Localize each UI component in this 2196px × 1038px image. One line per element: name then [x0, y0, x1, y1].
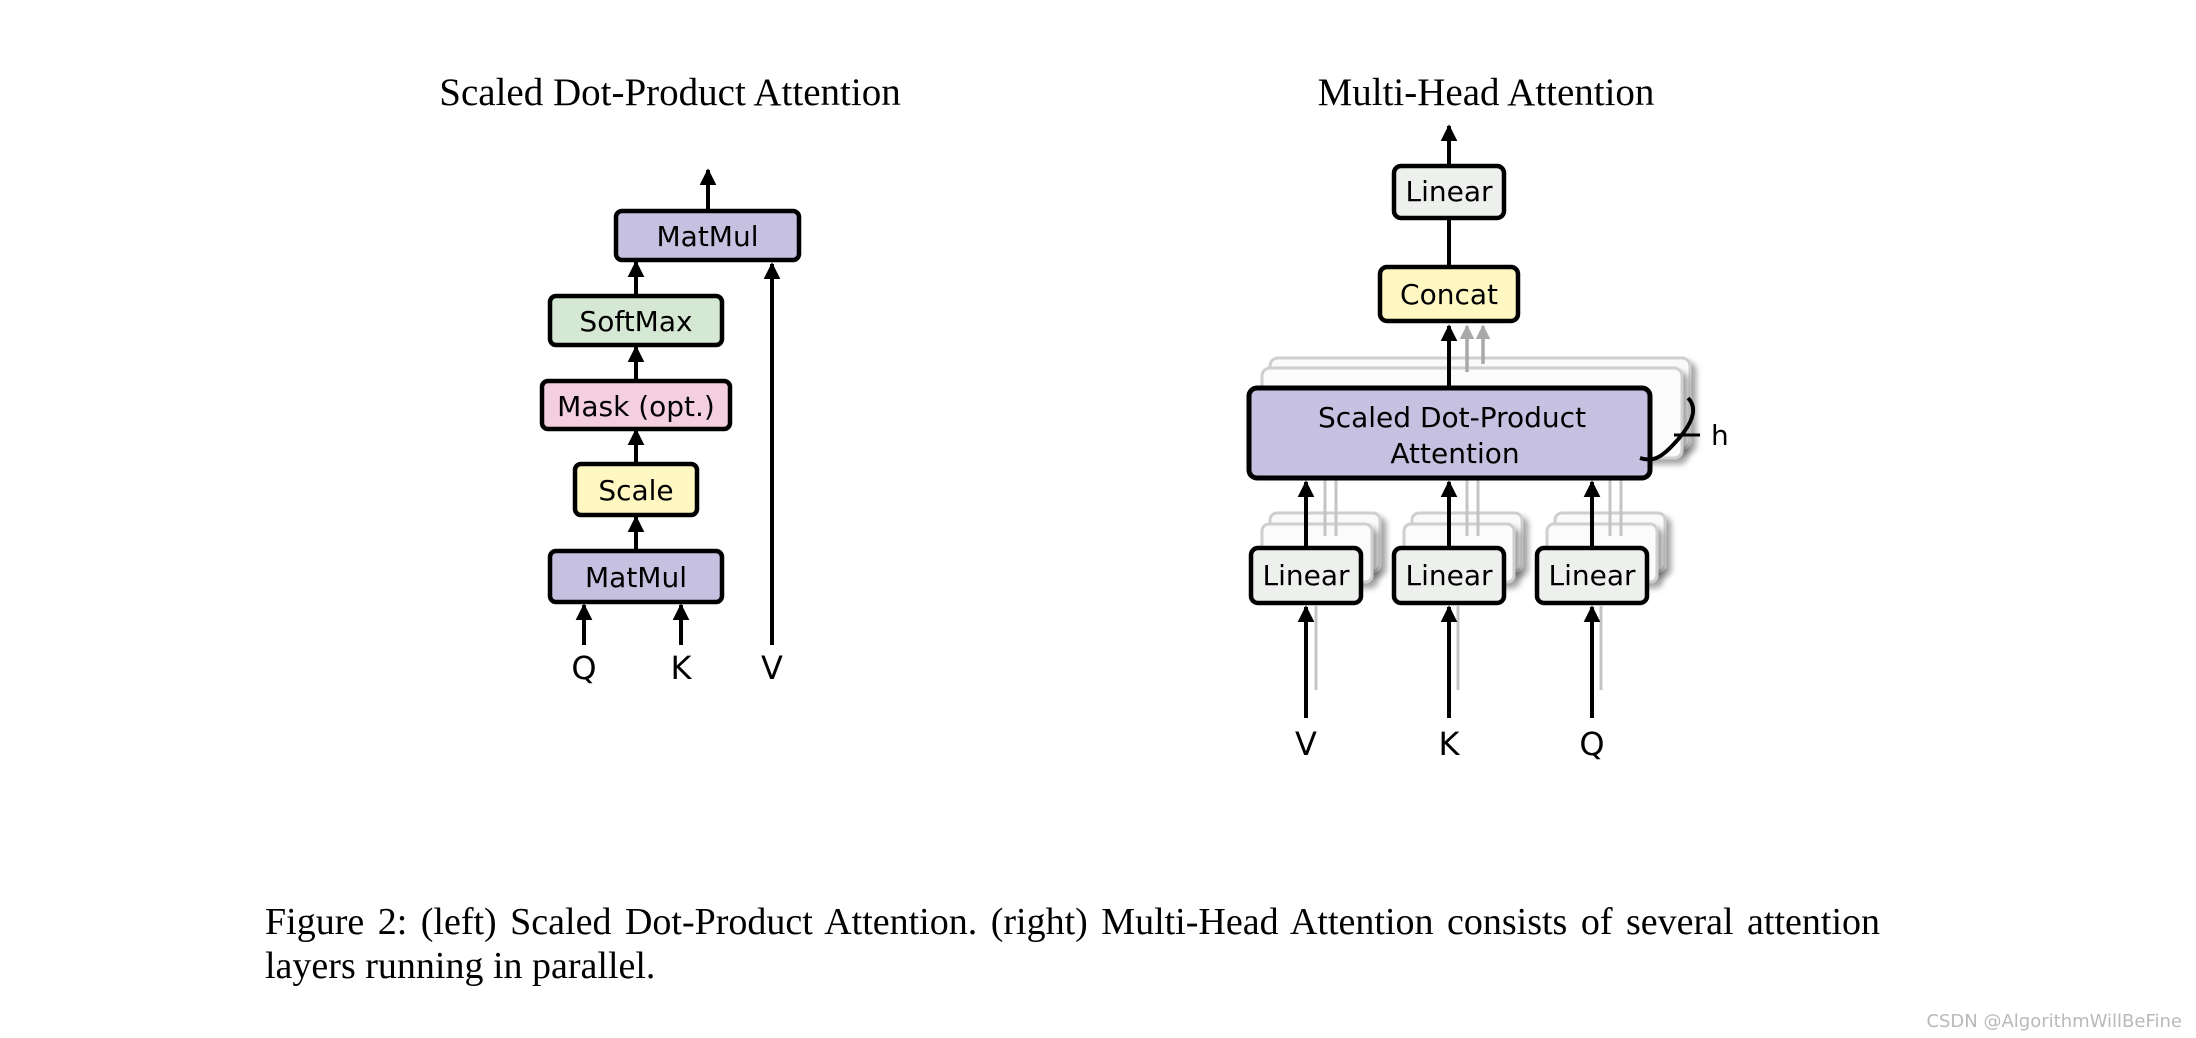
attention-label-line1: Scaled Dot-Product [1318, 401, 1586, 434]
multi-head-attention-diagram: Linear Concat Scaled Dot-Product Attenti… [1246, 124, 1729, 763]
left-diagram-title: Scaled Dot-Product Attention [439, 71, 901, 114]
linear-k-block: Linear [1391, 545, 1507, 606]
linear-q-block: Linear [1534, 545, 1650, 606]
matmul-bottom-block: MatMul [547, 548, 725, 605]
scaled-dot-product-attention-diagram: MatMul SoftMax Mask (opt.) Scale MatMul … [539, 168, 802, 687]
k-mha-input-label: K [1439, 725, 1461, 763]
softmax-block: SoftMax [547, 293, 725, 348]
attention-label-line2: Attention [1390, 437, 1519, 470]
scale-block: Scale [572, 461, 700, 518]
matmul-top-label: MatMul [657, 220, 759, 253]
scaled-dot-product-attention-block: Scaled Dot-Product Attention [1246, 385, 1653, 481]
v-mha-input-label: V [1295, 725, 1317, 763]
linear-k-label: Linear [1405, 559, 1493, 592]
figure-caption: Figure 2: (left) Scaled Dot-Product Atte… [265, 901, 1880, 987]
right-diagram-title: Multi-Head Attention [1317, 71, 1655, 114]
matmul-top-block: MatMul [613, 208, 802, 263]
linear-output-block: Linear [1391, 163, 1507, 221]
heads-label: h [1711, 419, 1729, 452]
v-input-label: V [761, 649, 783, 687]
concat-label: Concat [1400, 278, 1498, 311]
watermark: CSDN @AlgorithmWillBeFine [1926, 1011, 2182, 1032]
q-input-label: Q [571, 649, 596, 687]
heads-brace [1639, 396, 1700, 462]
matmul-bottom-label: MatMul [585, 561, 687, 594]
softmax-label: SoftMax [579, 305, 692, 338]
linear-v-label: Linear [1262, 559, 1350, 592]
linear-output-label: Linear [1405, 175, 1493, 208]
linear-v-block: Linear [1248, 545, 1364, 606]
mask-label: Mask (opt.) [557, 390, 715, 423]
scale-label: Scale [598, 474, 673, 507]
mask-block: Mask (opt.) [539, 378, 733, 432]
k-input-label: K [671, 649, 693, 687]
concat-block: Concat [1377, 264, 1521, 324]
linear-q-label: Linear [1548, 559, 1636, 592]
q-mha-input-label: Q [1579, 725, 1604, 763]
